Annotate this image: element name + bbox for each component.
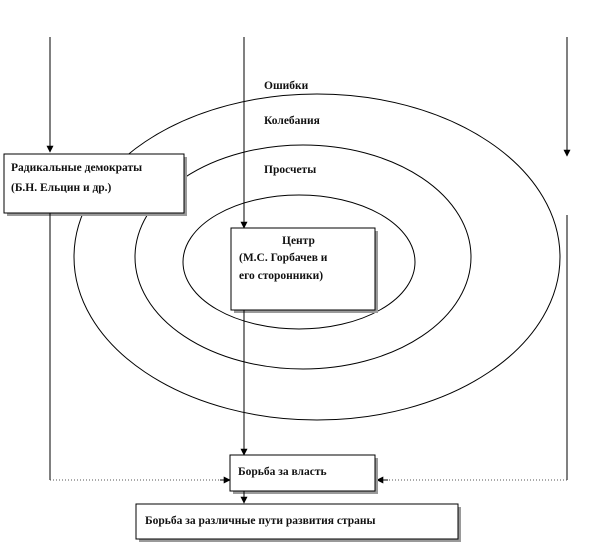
center-box — [230, 227, 376, 311]
development-paths-box — [135, 503, 459, 540]
radical-democrats-line1: Радикальные демократы — [11, 162, 142, 174]
outer-ring-label: Ошибки — [264, 80, 309, 92]
development-paths-label: Борьба за различные пути развития страны — [145, 515, 376, 527]
middle-ring-label: Колебания — [264, 115, 320, 127]
center-box-line3: его сторонники) — [239, 270, 323, 282]
radical-democrats-box — [3, 153, 185, 214]
center-box-line2: (М.С. Горбачев и — [239, 252, 328, 264]
inner-ring-label: Просчеты — [264, 164, 316, 176]
power-struggle-box — [229, 454, 376, 492]
center-box-line1: Центр — [282, 235, 315, 247]
power-struggle-label: Борьба за власть — [238, 466, 327, 478]
radical-democrats-line2: (Б.Н. Ельцин и др.) — [11, 182, 112, 194]
